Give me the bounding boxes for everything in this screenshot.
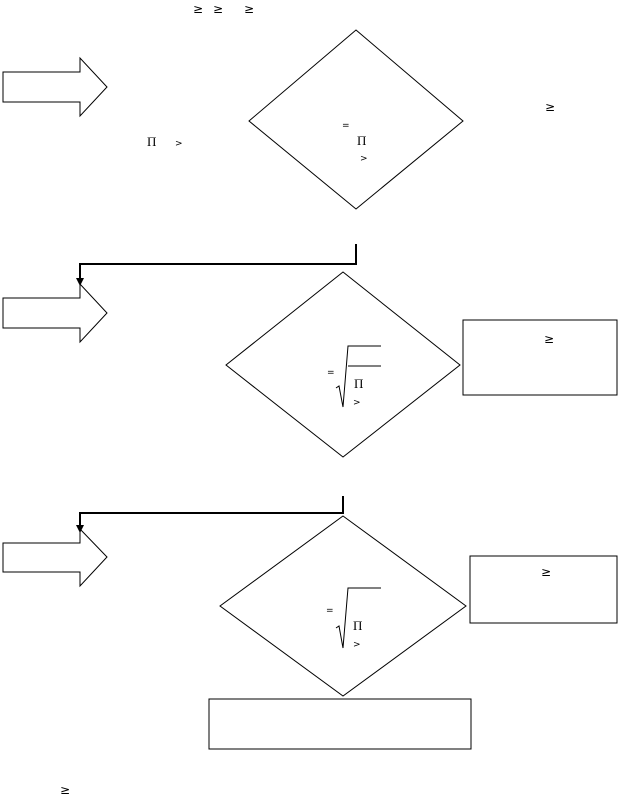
step3-result-box	[469, 555, 618, 624]
step1-left-gt: >	[175, 139, 183, 149]
step3-block-arrow	[2, 527, 108, 588]
step2-diamond-eq: =	[327, 368, 335, 378]
title-symbol-3: ≥	[244, 2, 254, 16]
step1-block-arrow	[2, 56, 108, 118]
step1-decision-diamond	[248, 29, 464, 210]
step1-left-pi: Π	[147, 134, 156, 149]
step3-diamond-gt: >	[353, 640, 361, 650]
step3-box-symbol: ≥	[541, 565, 551, 579]
title-symbol-1: ≥	[193, 2, 203, 16]
step1-to-step2-connector	[76, 244, 357, 286]
step3-sqrt-sign	[335, 587, 381, 649]
step1-diamond-eq: =	[342, 121, 350, 131]
final-output-box	[208, 698, 472, 750]
step2-diamond-pi: Π	[354, 376, 363, 391]
title-symbol-2: ≥	[213, 2, 223, 16]
footer-symbol: ≥	[60, 783, 70, 797]
step2-sqrt-sign	[335, 345, 381, 408]
step3-diamond-pi: Π	[353, 618, 362, 633]
step2-diamond-gt: >	[353, 398, 361, 408]
step2-decision-diamond	[225, 271, 461, 458]
step2-to-step3-connector	[76, 496, 344, 533]
step2-block-arrow	[2, 282, 108, 344]
step1-diamond-gt: >	[360, 154, 368, 164]
step3-decision-diamond	[219, 515, 467, 697]
step3-diamond-eq: =	[326, 606, 334, 616]
step2-box-symbol: ≥	[544, 332, 554, 346]
step1-right-symbol: ≥	[545, 100, 555, 114]
step1-diamond-pi: Π	[357, 133, 366, 148]
step2-result-box	[462, 319, 618, 396]
